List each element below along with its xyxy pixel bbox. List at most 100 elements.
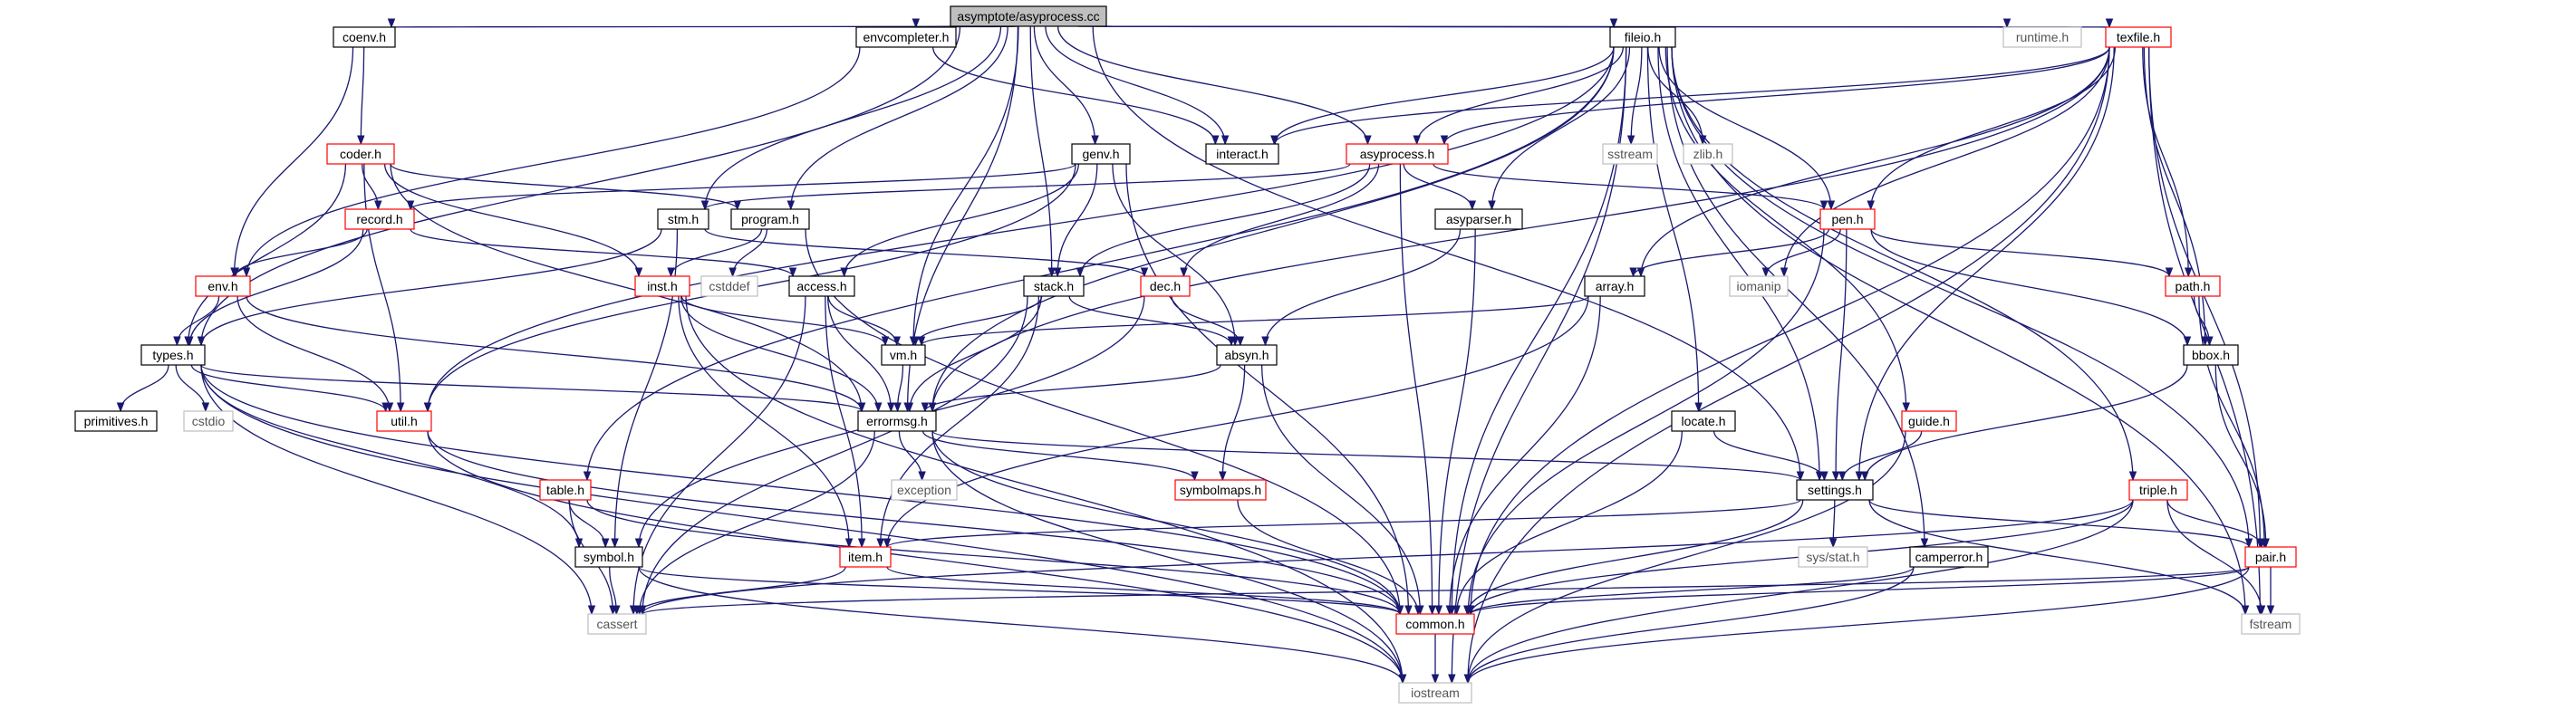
node-inst[interactable]: inst.h (634, 275, 690, 297)
edge-fileio-to-triple (1671, 46, 2137, 482)
node-label: absyn.h (1224, 348, 1269, 362)
node-camperror[interactable]: camperror.h (1909, 546, 1989, 568)
node-util[interactable]: util.h (376, 410, 432, 432)
node-dec[interactable]: dec.h (1140, 275, 1191, 297)
edge-line (200, 25, 961, 346)
node-coenv[interactable]: coenv.h (333, 26, 396, 48)
edge-pen-to-bbox (1870, 228, 2192, 347)
edge-common-to-iostream (1431, 633, 1440, 685)
edge-line (2166, 499, 2262, 548)
node-interact[interactable]: interact.h (1205, 143, 1279, 165)
node-primitives[interactable]: primitives.h (74, 410, 158, 432)
edge-line (1125, 163, 1410, 615)
node-item[interactable]: item.h (839, 546, 892, 568)
node-path[interactable]: path.h (2165, 275, 2221, 297)
node-settings[interactable]: settings.h (1796, 479, 1874, 501)
node-locate[interactable]: locate.h (1671, 410, 1736, 432)
edge-arrowhead (2257, 538, 2266, 549)
edge-arrowhead (881, 336, 890, 347)
edge-line (1671, 46, 2246, 615)
node-label: envcompleter.h (863, 30, 950, 44)
edge-line (363, 163, 401, 412)
node-errormsg[interactable]: errormsg.h (857, 410, 937, 432)
node-coder[interactable]: coder.h (326, 143, 395, 165)
edge-envcompleter-to-env (242, 46, 861, 278)
node-texfile[interactable]: texfile.h (2105, 26, 2172, 48)
edge-line (586, 46, 1615, 481)
node-access[interactable]: access.h (788, 275, 855, 297)
edge-arrowhead (396, 402, 405, 413)
node-symbol[interactable]: symbol.h (574, 546, 643, 568)
edge-pen-to-settings (1831, 228, 1848, 482)
node-bbox[interactable]: bbox.h (2183, 344, 2239, 366)
edge-line (1237, 499, 1419, 615)
edge-triple-to-pair (2166, 499, 2266, 549)
edge-arrowhead (1448, 674, 1456, 685)
edge-guide-to-settings (1838, 430, 1923, 482)
node-types[interactable]: types.h (140, 344, 206, 366)
node-guide[interactable]: guide.h (1901, 410, 1957, 432)
node-label: coenv.h (343, 30, 386, 44)
node-table[interactable]: table.h (539, 479, 592, 501)
node-array[interactable]: array.h (1584, 275, 1645, 297)
edge-line (200, 228, 662, 346)
node-label: pen.h (1831, 212, 1863, 226)
edge-pen-to-array (1629, 228, 1830, 278)
node-asyparser[interactable]: asyparser.h (1434, 208, 1523, 230)
node-env[interactable]: env.h (195, 275, 251, 297)
node-stack[interactable]: stack.h (1023, 275, 1085, 297)
node-box (657, 208, 709, 230)
node-asyprocess-h[interactable]: asyprocess.h (1346, 143, 1449, 165)
node-label: cstdio (192, 414, 226, 428)
edge-line (642, 566, 2250, 615)
node-box (1819, 208, 1876, 230)
edge-line (200, 364, 580, 548)
node-fileio[interactable]: fileio.h (1609, 26, 1676, 48)
edge-line (188, 228, 364, 346)
edge-locate-to-common (1452, 430, 1683, 616)
node-pen[interactable]: pen.h (1819, 208, 1876, 230)
node-envcompleter[interactable]: envcompleter.h (855, 26, 957, 48)
edge-line (931, 430, 1401, 615)
edge-line (1433, 163, 1825, 210)
node-box (1174, 479, 1267, 501)
edge-fileio-to-pair (1671, 46, 2253, 549)
node-label: cstddef (709, 279, 749, 293)
node-label: iomanip (1736, 279, 1780, 293)
node-genv[interactable]: genv.h (1071, 143, 1131, 165)
node-box (950, 5, 1107, 27)
node-label: iostream (1411, 686, 1460, 700)
node-root[interactable]: asymptote/asyprocess.cc (950, 5, 1107, 27)
edge-arrowhead (786, 200, 796, 211)
edge-arrowhead (728, 267, 737, 278)
node-iostream: iostream (1398, 682, 1472, 704)
node-box (344, 208, 415, 230)
edge-arrowhead (601, 538, 610, 549)
edge-line (1835, 228, 1848, 481)
node-triple[interactable]: triple.h (2128, 479, 2188, 501)
edge-settings-to-fstream (1868, 499, 2250, 616)
edge-inst-to-item (678, 295, 854, 549)
edge-inst-to-iostream (685, 295, 1407, 685)
edge-line (1403, 163, 1473, 210)
edge-arrowhead (116, 402, 125, 413)
edge-line (642, 295, 1028, 615)
edge-arrowhead (2241, 605, 2250, 616)
node-vm[interactable]: vm.h (881, 344, 926, 366)
node-symbolmaps[interactable]: symbolmaps.h (1174, 479, 1267, 501)
edge-line (632, 295, 806, 615)
edge-line (1451, 46, 1627, 684)
node-common[interactable]: common.h (1395, 613, 1475, 635)
node-label: stm.h (668, 212, 699, 226)
edge-stm-to-dec (704, 228, 1149, 278)
node-pair[interactable]: pair.h (2244, 546, 2297, 568)
node-program[interactable]: program.h (730, 208, 810, 230)
node-label: util.h (391, 414, 418, 428)
node-record[interactable]: record.h (344, 208, 415, 230)
node-absyn[interactable]: absyn.h (1216, 344, 1278, 366)
edge-arrowhead (231, 267, 240, 278)
edge-arrowhead (1820, 471, 1828, 482)
node-stm[interactable]: stm.h (657, 208, 709, 230)
edge-arrowhead (1227, 336, 1236, 347)
edge-arrowhead (733, 200, 742, 211)
